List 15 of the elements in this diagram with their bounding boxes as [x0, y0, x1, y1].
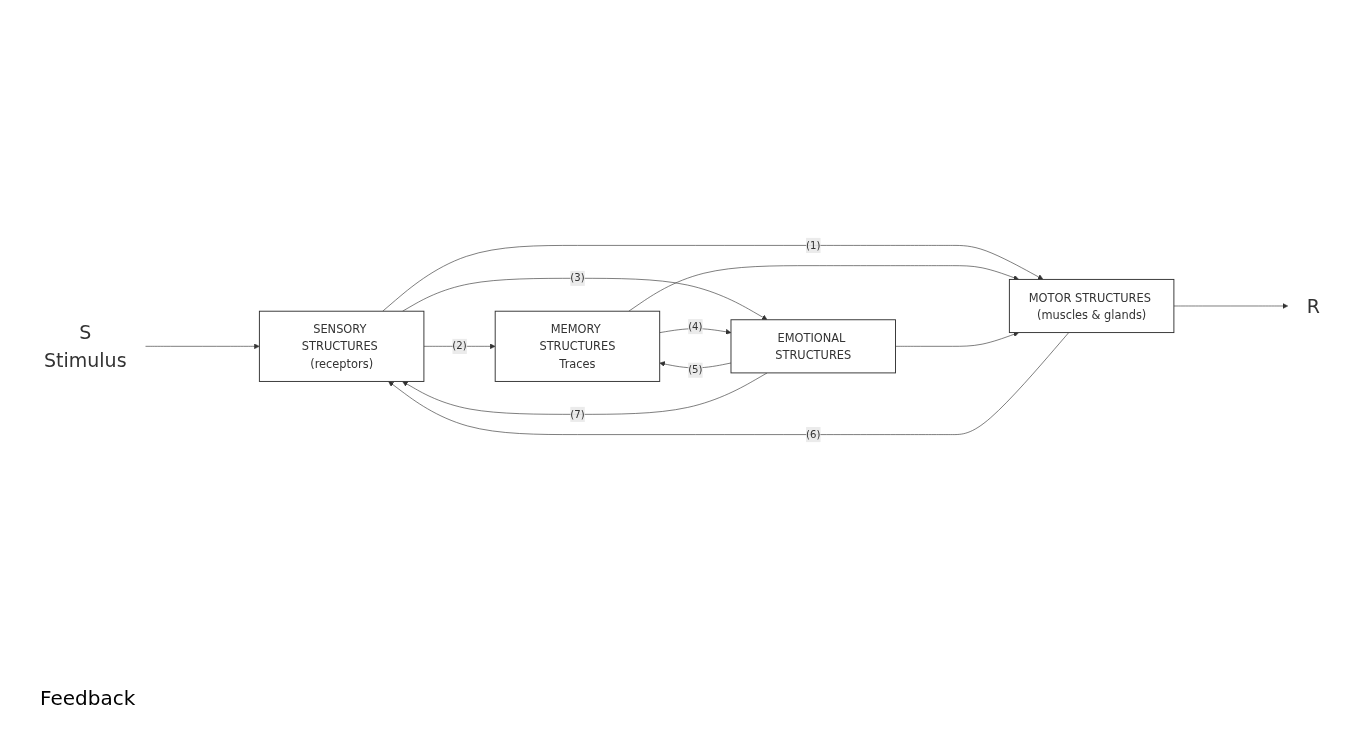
edge-label: (5) — [688, 363, 703, 376]
node-text: S — [79, 321, 92, 344]
note-text: Feedback — [40, 686, 136, 710]
node-box: MEMORY STRUCTURES Traces — [494, 310, 661, 382]
node-box: EMOTIONAL STRUCTURES — [730, 319, 896, 374]
edge-label: (1) — [806, 239, 821, 252]
node-box: SENSORY STRUCTURES (receptors) — [258, 310, 425, 382]
edge-label: (7) — [570, 408, 585, 421]
edge-label: (3) — [570, 271, 585, 284]
node-text: R — [1306, 294, 1320, 318]
edge-label: (4) — [688, 320, 703, 333]
node-label: Stimulus — [44, 349, 127, 372]
edge-label: (2) — [452, 340, 467, 353]
edge-label: (6) — [806, 428, 821, 441]
node-box: MOTOR STRUCTURES (muscles & glands) — [1008, 278, 1175, 334]
